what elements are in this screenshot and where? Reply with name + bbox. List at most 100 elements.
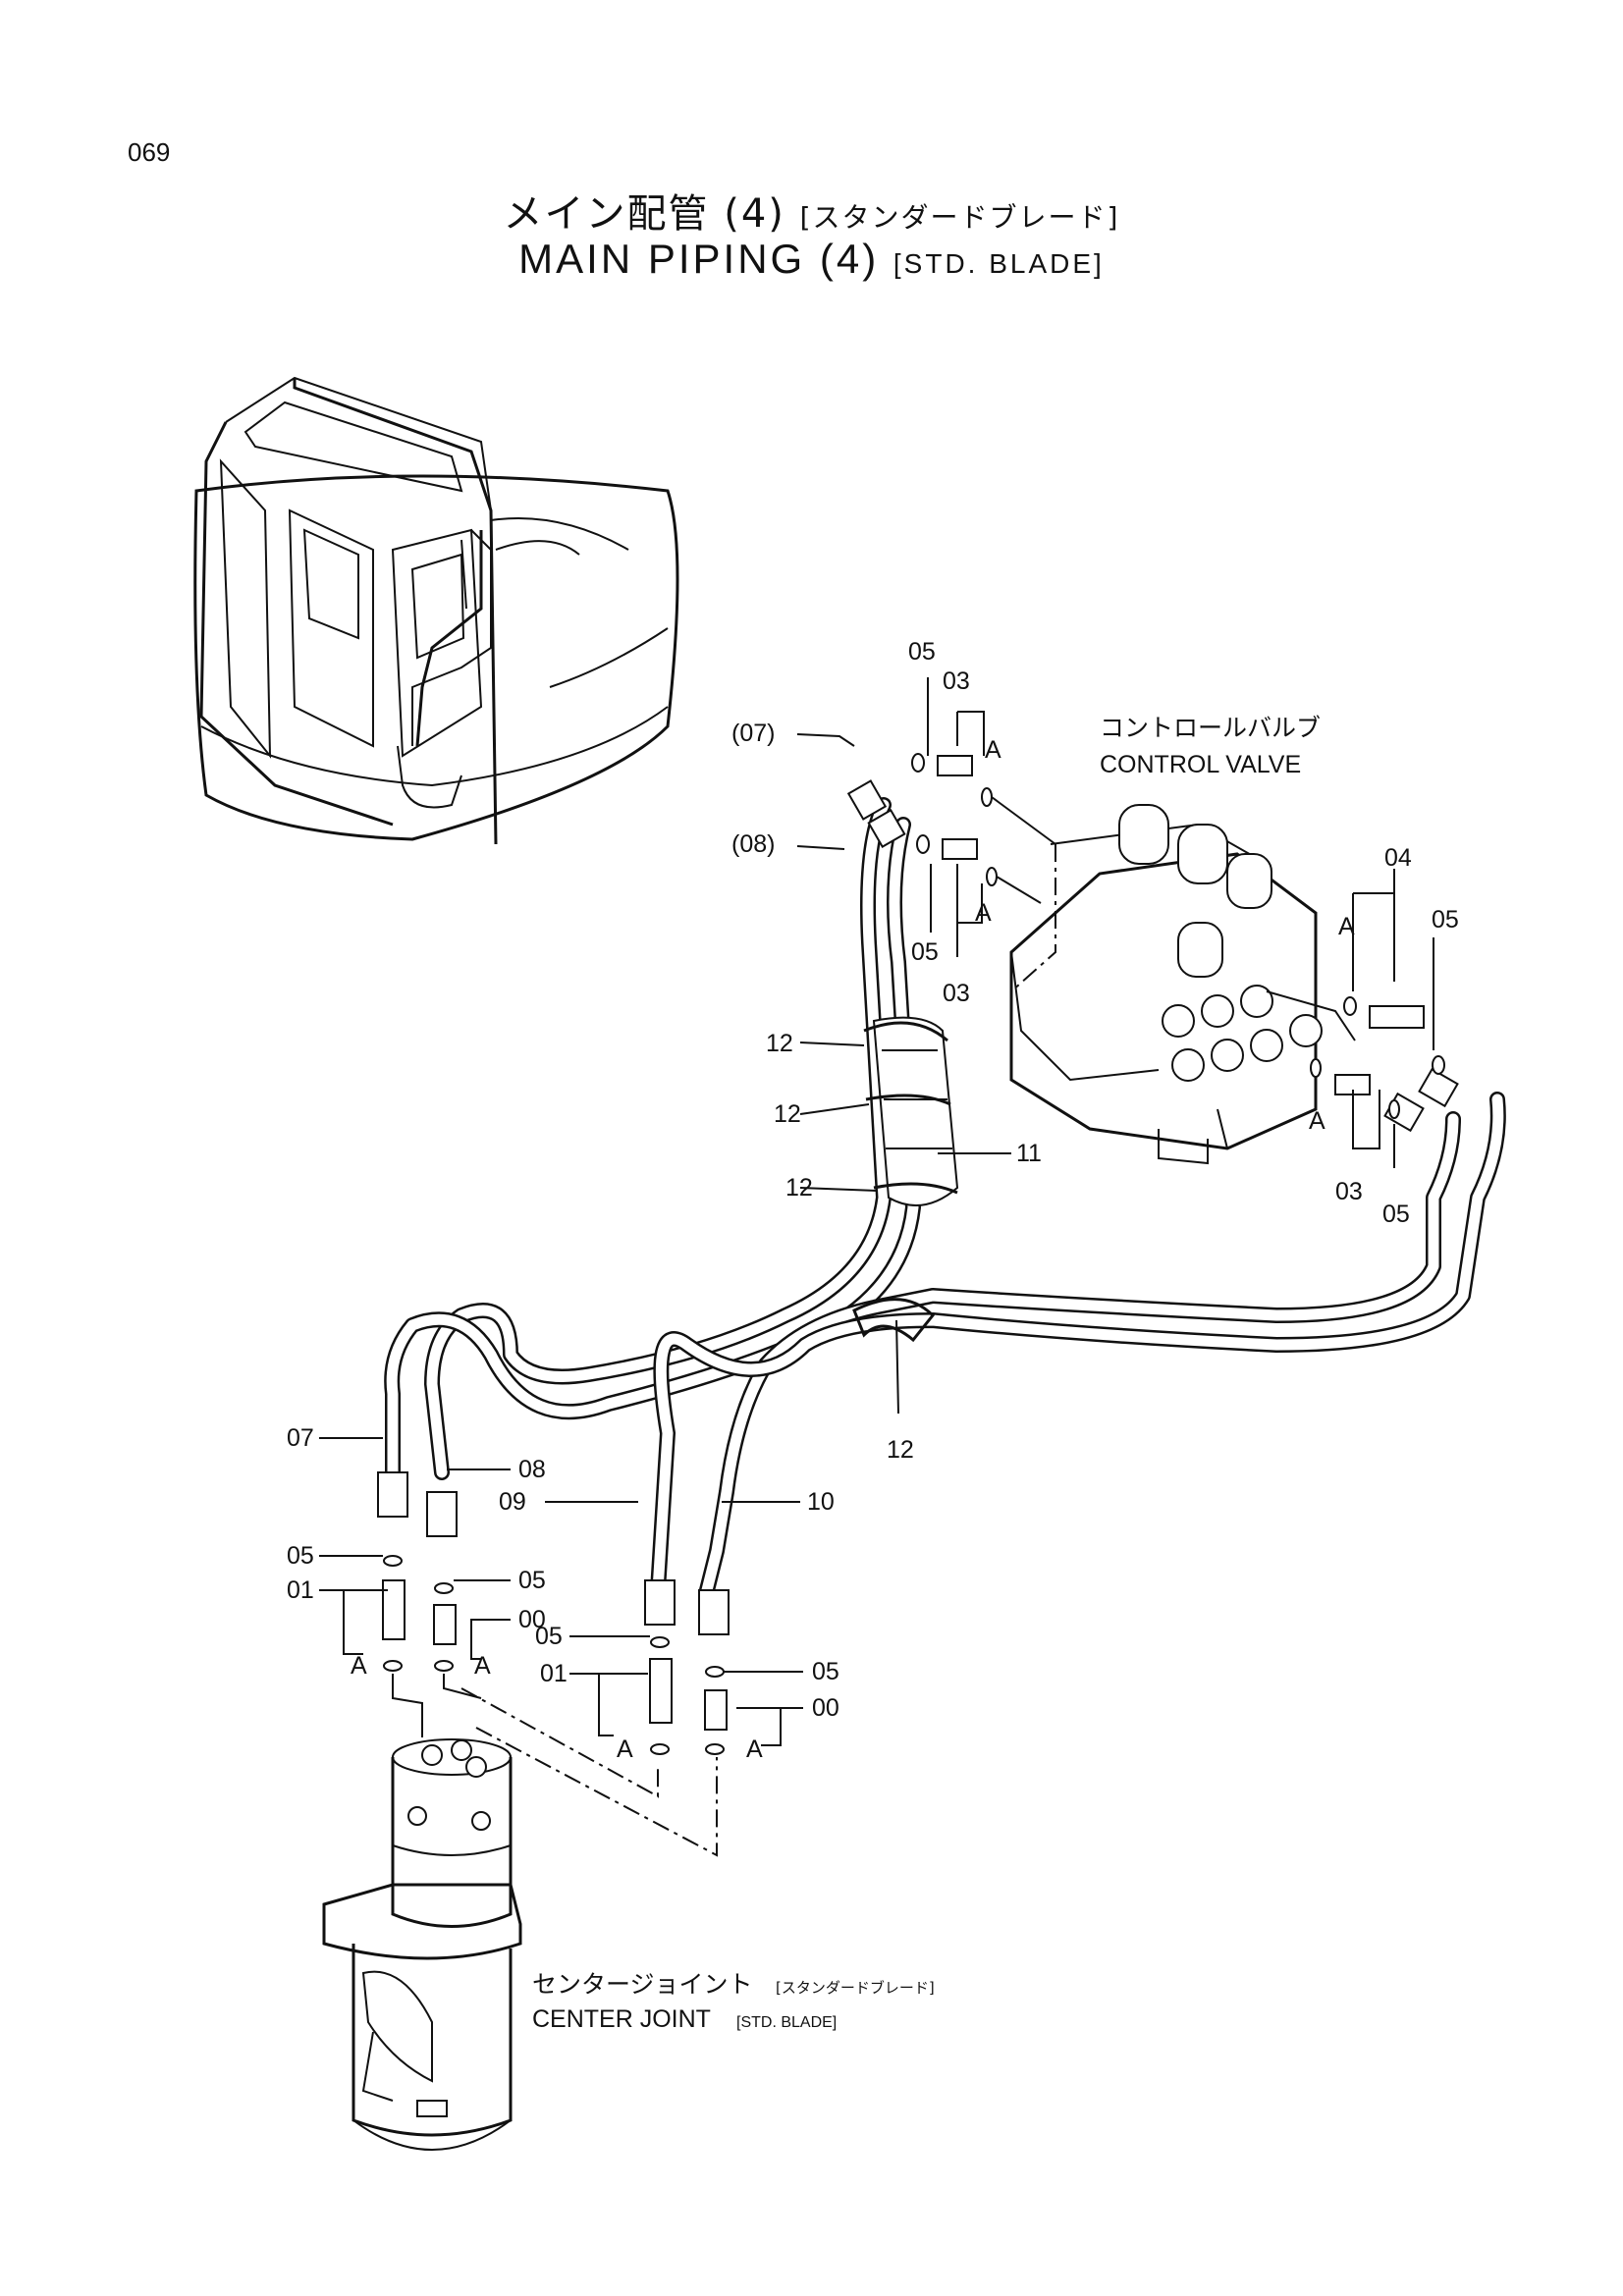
callout-08-ref: (08) (731, 830, 775, 858)
valve-port-6 (1250, 1029, 1283, 1062)
callout-00-left: 00 (518, 1606, 546, 1633)
center-joint-label-jp-sub: [スタンダードブレード] (776, 1979, 935, 1997)
callout-12-d: 12 (887, 1436, 914, 1464)
o-ring-a-left-2 (434, 1660, 454, 1672)
valve-cap-1 (1118, 804, 1169, 865)
callout-05-right-lower: 05 (1382, 1201, 1410, 1228)
hose-07-end-fitting (377, 1471, 408, 1518)
callout-03-mid: 03 (943, 980, 970, 1007)
leader-lines (319, 677, 1434, 1746)
o-ring-05-mid-1 (650, 1636, 670, 1648)
adapter-00-mid (704, 1689, 728, 1731)
callout-05-mid: 05 (911, 938, 939, 966)
callout-12-c: 12 (785, 1174, 813, 1201)
o-ring-a-mid-2 (705, 1743, 725, 1755)
upper-fittings (911, 753, 1445, 1119)
center-joint-label-en-sub: [STD. BLADE] (736, 2014, 837, 2031)
title-japanese: メイン配管 (4) [スタンダードブレード] (0, 182, 1623, 239)
ref-a-left-1: A (351, 1652, 367, 1680)
title-en-main: MAIN PIPING (4) (518, 236, 880, 282)
callout-05-left-2: 05 (518, 1567, 546, 1594)
lower-fittings (382, 1555, 728, 1857)
o-ring-05-right (1432, 1055, 1445, 1075)
page-number: 069 (128, 137, 171, 167)
callout-01-mid: 01 (540, 1660, 568, 1687)
o-ring-05-left-1 (383, 1555, 403, 1567)
valve-port-4 (1171, 1048, 1205, 1082)
valve-port-7 (1289, 1014, 1323, 1047)
adapter-03-upper (937, 755, 973, 776)
center-joint-top (392, 1738, 512, 1776)
control-valve-label-en: CONTROL VALVE (1100, 751, 1301, 778)
callout-12-b: 12 (774, 1100, 801, 1128)
title-jp-sub: [スタンダードブレード] (799, 201, 1120, 234)
callout-07-ref: (07) (731, 720, 775, 747)
control-valve-illustration (1009, 804, 1356, 1165)
part-labels: (07) (08) 05 03 A A 05 03 コントロールバルブ CONT… (287, 638, 1459, 2033)
hose-07-top-fitting (846, 779, 888, 821)
center-joint-label-jp: センタージョイント (532, 1970, 753, 1999)
o-ring-a-right-lower (1310, 1058, 1322, 1078)
o-ring-a-mid-1 (650, 1743, 670, 1755)
protector-sleeve (872, 1016, 959, 1206)
callout-05-right: 05 (1432, 906, 1459, 934)
control-valve-label-jp: コントロールバルブ (1100, 714, 1321, 742)
callout-03-right: 03 (1335, 1178, 1363, 1205)
callout-01-left: 01 (287, 1576, 314, 1604)
o-ring-05-right-lower (1388, 1099, 1400, 1119)
center-joint-port-3 (465, 1756, 487, 1778)
excavator-illustration (193, 376, 679, 845)
callout-05-mid-2: 05 (812, 1658, 839, 1685)
callout-05-mid-1: 05 (535, 1623, 563, 1650)
hose-09-end-fitting (644, 1579, 676, 1626)
ref-a-right: A (1338, 913, 1355, 940)
valve-cap-3 (1226, 853, 1272, 909)
center-joint-illustration (322, 1738, 522, 2151)
title-jp-main: メイン配管 (4) (503, 191, 785, 237)
adapter-01-mid (649, 1658, 673, 1724)
o-ring-a-left-1 (383, 1660, 403, 1672)
o-ring-05-mid-2 (705, 1666, 725, 1678)
hose-10-end-fitting (698, 1589, 730, 1635)
callout-11: 11 (1016, 1140, 1042, 1167)
center-joint-port-1 (421, 1744, 443, 1766)
o-ring-a-upper (981, 787, 993, 807)
callout-09: 09 (499, 1488, 526, 1516)
adapter-04 (1369, 1005, 1425, 1029)
ref-a-right-lower: A (1309, 1107, 1325, 1135)
o-ring-05-upper (911, 753, 925, 773)
callout-00-mid: 00 (812, 1694, 839, 1722)
adapter-01-left (382, 1579, 406, 1640)
o-ring-05-lower (916, 834, 930, 854)
callout-07: 07 (287, 1424, 314, 1452)
center-joint-port-2 (451, 1739, 472, 1761)
callout-10: 10 (807, 1488, 835, 1516)
valve-port-3 (1240, 985, 1273, 1018)
title-en-sub: [STD. BLADE] (893, 248, 1105, 279)
ref-a-mid: A (975, 899, 992, 927)
callout-03-upper: 03 (943, 667, 970, 695)
ref-a-upper: A (985, 736, 1001, 764)
hose-bundle (377, 779, 1506, 1635)
hose-upper-valve-fitting (1418, 1067, 1459, 1108)
valve-cap-2 (1177, 824, 1228, 884)
valve-port-5 (1211, 1039, 1244, 1072)
ref-a-left-2: A (474, 1652, 491, 1680)
center-joint-side-port-1 (407, 1806, 427, 1826)
hose-08-top-fitting (867, 809, 906, 848)
valve-port-1 (1162, 1004, 1195, 1038)
o-ring-a-lower (986, 867, 998, 886)
callout-12-a: 12 (766, 1030, 793, 1057)
o-ring-a-right (1343, 996, 1357, 1016)
callout-05-upper: 05 (908, 638, 936, 666)
ref-a-mid-1: A (617, 1735, 633, 1763)
callout-04: 04 (1384, 844, 1412, 872)
adapter-03-lower (942, 838, 978, 860)
adapter-00-left (433, 1604, 457, 1645)
center-joint-label-en: CENTER JOINT (532, 2005, 711, 2033)
ref-a-mid-2: A (746, 1735, 763, 1763)
o-ring-05-left-2 (434, 1582, 454, 1594)
title-english: MAIN PIPING (4) [STD. BLADE] (0, 236, 1623, 283)
callout-08: 08 (518, 1456, 546, 1483)
